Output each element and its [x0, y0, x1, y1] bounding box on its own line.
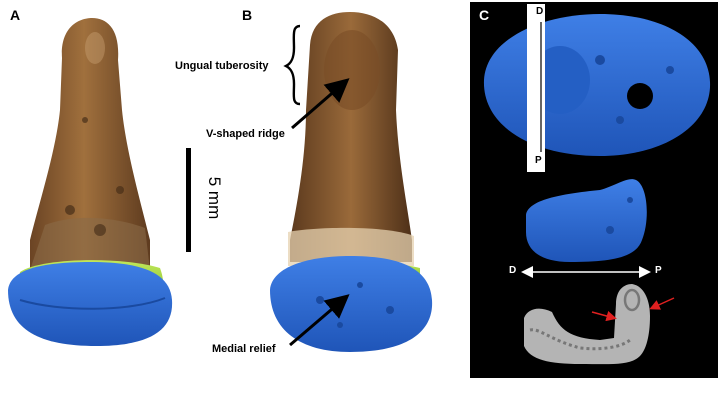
- model-blue-top-view: [483, 14, 711, 156]
- label-axis-distal: D: [509, 265, 517, 276]
- scale-bar: [186, 148, 191, 252]
- model-blue-a: [8, 262, 173, 346]
- label-top-proximal: P: [535, 155, 542, 166]
- medial-relief-arrow: [289, 294, 350, 347]
- red-arrow-left: [591, 310, 617, 322]
- scale-bar-label: 5 mm: [205, 176, 224, 220]
- label-ungual-tuberosity: Ungual tuberosity: [175, 60, 269, 72]
- section-plane-bar: [527, 4, 545, 172]
- ungual-tuberosity-brace: [283, 24, 301, 106]
- red-arrow-right: [649, 297, 675, 310]
- label-axis-proximal: P: [655, 265, 662, 276]
- label-medial-relief: Medial relief: [212, 343, 276, 355]
- panel-label-b: B: [242, 7, 253, 23]
- label-v-shaped-ridge: V-shaped ridge: [206, 128, 285, 140]
- model-blue-side-view: [526, 179, 647, 262]
- panel-label-a: A: [10, 7, 21, 23]
- v-shaped-ridge-arrow: [291, 78, 350, 130]
- panel-label-c: C: [479, 7, 490, 23]
- bone-a: [30, 18, 150, 270]
- ct-cross-section: [524, 284, 650, 365]
- label-top-distal: D: [536, 6, 544, 17]
